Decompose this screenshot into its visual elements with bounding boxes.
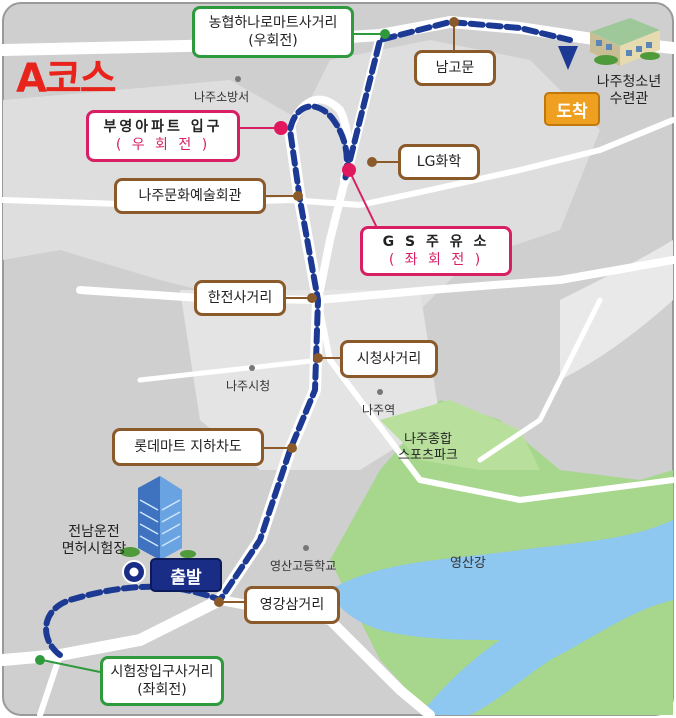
label-text: 나주문화예술회관 <box>138 188 242 204</box>
poi-dot <box>235 76 241 82</box>
label-text: LG화학 <box>416 154 462 170</box>
label-text: 부영아파트 입구 <box>103 119 223 135</box>
poi-dot <box>377 389 383 395</box>
road <box>76 256 676 304</box>
poi-dot <box>303 545 309 551</box>
label-subtext: (좌회전) <box>137 682 187 698</box>
label-lg-chem: LG화학 <box>398 144 480 180</box>
marker-pink <box>274 121 288 135</box>
course-title: A코스 <box>16 56 117 102</box>
poi-dots <box>235 76 383 551</box>
label-namgomun: 남고문 <box>414 50 496 86</box>
leader-line <box>41 659 101 673</box>
label-text: 농협하나로마트사거리 <box>208 15 338 31</box>
marker-brown <box>313 353 323 363</box>
road <box>37 652 63 718</box>
leader-line <box>348 169 379 231</box>
urban-area <box>560 240 673 380</box>
label-text: 한전사거리 <box>207 290 273 306</box>
marker-brown <box>293 191 303 201</box>
label-text: 롯데마트 지하차도 <box>134 439 242 455</box>
place-fire-station: 나주소방서 <box>194 90 250 104</box>
tower-icon <box>120 476 196 560</box>
label-cityhall-intersection: 시청사거리 <box>340 340 438 378</box>
place-line: 나주청소년 <box>596 74 662 90</box>
marker-green <box>35 655 45 665</box>
place-line: 나주종합 <box>404 432 452 447</box>
place-naju-station: 나주역 <box>362 403 396 417</box>
label-nonghyup-intersection: 농협하나로마트사거리 (우회전) <box>192 6 354 58</box>
place-line: 전남운전 <box>68 524 120 540</box>
label-text: 시험장입구사거리 <box>110 664 214 680</box>
label-hanjeon-intersection: 한전사거리 <box>194 280 286 316</box>
marker-brown <box>214 597 224 607</box>
place-line: 수련관 <box>609 91 649 107</box>
river <box>330 520 673 715</box>
place-sports-park: 나주종합 스포츠파크 <box>396 432 460 464</box>
label-text: 남고문 <box>435 60 475 76</box>
marker-brown <box>449 17 459 27</box>
label-buyoung-apt-entrance: 부영아파트 입구 ( 우 회 전 ) <box>86 110 240 162</box>
arrival-badge: 도착 <box>544 92 600 126</box>
arrival-arrow-icon <box>558 46 578 70</box>
place-youth-center: 나주청소년 수련관 <box>588 74 670 108</box>
label-text: 영강삼거리 <box>259 597 325 613</box>
departure-badge: 출발 <box>150 558 222 592</box>
road <box>137 357 323 383</box>
start-marker-icon <box>122 560 146 584</box>
route-line <box>43 19 573 658</box>
marker-brown <box>367 157 377 167</box>
label-subtext: (우회전) <box>248 33 298 49</box>
place-driving-test-center: 전남운전 면허시험장 <box>52 524 136 558</box>
place-river: 영산강 <box>450 556 486 571</box>
place-line: 면허시험장 <box>61 541 127 557</box>
place-city-hall: 나주시청 <box>226 379 271 393</box>
marker-pink <box>342 163 356 177</box>
marker-green <box>380 29 390 39</box>
label-gs-gas-station: G S 주 유 소 ( 좌 회 전 ) <box>360 226 512 276</box>
park-area <box>380 400 540 470</box>
label-subtext: ( 우 회 전 ) <box>115 137 211 153</box>
road <box>315 297 676 503</box>
label-yeonggang-junction: 영강삼거리 <box>244 586 340 624</box>
place-line: 스포츠파크 <box>398 448 458 463</box>
building-icon <box>590 18 660 66</box>
marker-brown <box>307 293 317 303</box>
route-markers <box>35 17 459 665</box>
marker-brown <box>287 443 297 453</box>
road <box>477 297 603 463</box>
label-text: G S 주 유 소 <box>382 234 490 250</box>
label-subtext: ( 좌 회 전 ) <box>388 252 484 268</box>
poi-dot <box>249 365 255 371</box>
label-test-entrance-intersection: 시험장입구사거리 (좌회전) <box>100 656 224 706</box>
label-naju-arts-center: 나주문화예술회관 <box>114 178 266 214</box>
place-high-school: 영산고등학교 <box>270 559 337 573</box>
label-text: 시청사거리 <box>356 351 422 367</box>
label-lotte-underpass: 롯데마트 지하차도 <box>112 428 264 466</box>
